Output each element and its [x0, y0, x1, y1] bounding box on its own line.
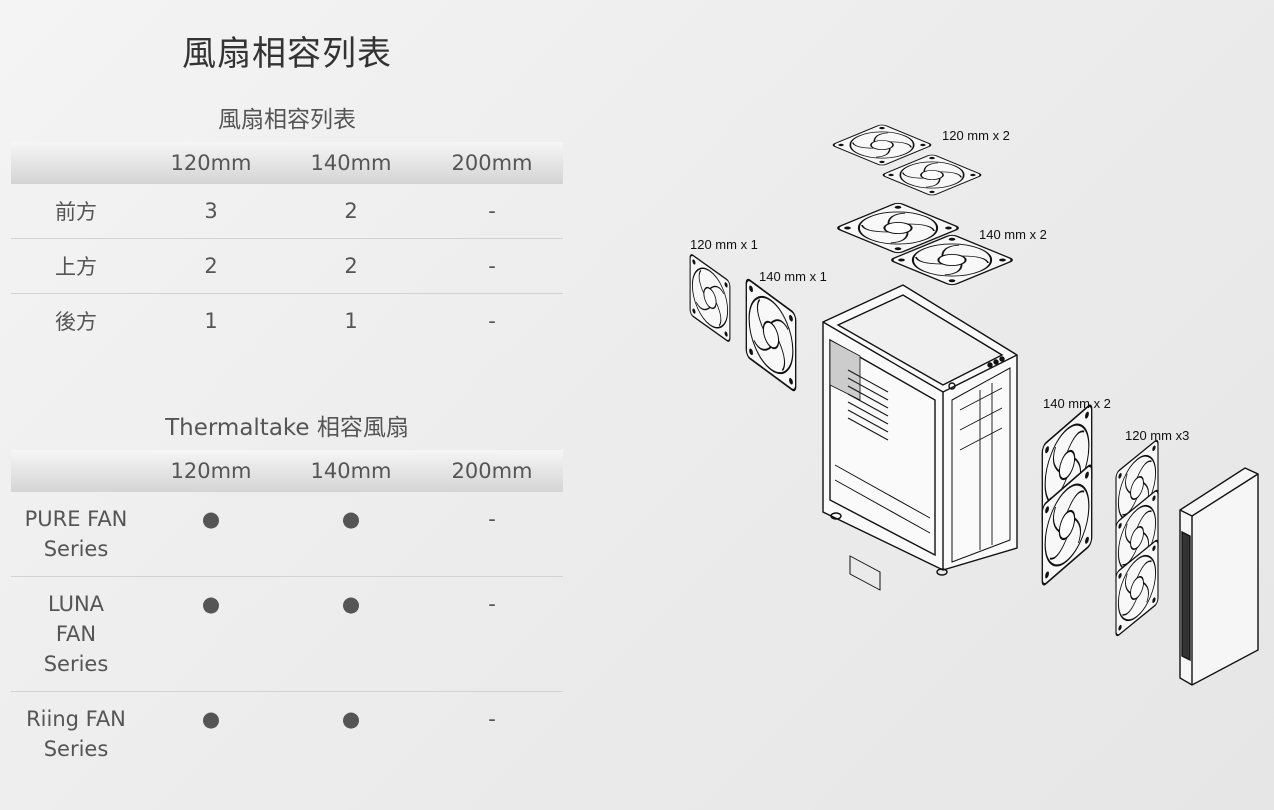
label-top-140: 140 mm x 2 — [979, 227, 1047, 242]
fan-series-line: LUNA — [47, 592, 105, 616]
fan-table-title: 風扇相容列表 — [218, 107, 356, 133]
cell-200mm: - — [488, 707, 496, 731]
cell-120mm: 1 — [204, 309, 218, 333]
front-120-fan-icon — [1115, 437, 1159, 639]
fan-series-line: Series — [43, 652, 109, 676]
fan-series-line: Series — [43, 537, 109, 561]
fan-series-line: FAN — [55, 622, 97, 646]
header-cell — [11, 450, 141, 492]
row-fan-series: PURE FAN Series — [11, 492, 141, 577]
label-rear-140: 140 mm x 1 — [759, 269, 827, 284]
table-row: 前方 3 2 - — [11, 184, 563, 239]
label-front-120: 120 mm x3 — [1125, 428, 1189, 443]
cell-140mm: ● — [341, 707, 361, 731]
cell-140mm: 2 — [281, 184, 421, 239]
row-position: 上方 — [11, 238, 141, 294]
table-row: Riing FAN Series ● ● - — [11, 692, 563, 777]
header-cell-120mm: 120mm — [141, 142, 281, 184]
header-cell-120mm: 120mm — [141, 450, 281, 492]
cell-200mm: - — [421, 184, 563, 239]
label-rear-120: 120 mm x 1 — [690, 237, 758, 252]
fan-compat-table: 120mm 140mm 200mm 前方 3 2 - 上方 2 2 - 後方 1… — [11, 142, 563, 348]
row-fan-series: Riing FAN Series — [11, 692, 141, 777]
cell-200mm: - — [421, 492, 563, 577]
table-row: PURE FAN Series ● ● - — [11, 492, 563, 577]
rear-120-fan-icon — [689, 252, 731, 344]
table-row: 上方 2 2 - — [11, 238, 563, 294]
cell-120mm: 3 — [141, 184, 281, 239]
label-front-140: 140 mm x 2 — [1043, 396, 1111, 411]
header-cell-140mm: 140mm — [281, 142, 421, 184]
cell-200mm: - — [421, 576, 563, 692]
top-140-fan-icon — [834, 201, 1016, 287]
header-cell-140mm: 140mm — [281, 450, 421, 492]
row-position: 前方 — [11, 184, 141, 239]
page-title: 風扇相容列表 — [182, 34, 392, 74]
cell-120mm: ● — [201, 707, 221, 731]
cell-120mm: 2 — [141, 238, 281, 294]
cell-140mm: ● — [281, 492, 421, 577]
table-row: LUNA FAN Series ● ● - — [11, 576, 563, 692]
table-header-row: 120mm 140mm 200mm — [11, 142, 563, 184]
cell-140mm: ● — [281, 576, 421, 692]
case-exploded-diagram: 120 mm x 2 140 mm x 2 120 mm x 1 140 mm … — [660, 100, 1274, 700]
tt-table-title: Thermaltake 相容風扇 — [165, 415, 409, 441]
tt-compat-table: 120mm 140mm 200mm PURE FAN Series ● ● - … — [11, 450, 563, 776]
fan-series-line: Series — [43, 737, 109, 761]
cell-140mm: 2 — [281, 238, 421, 294]
header-cell-200mm: 200mm — [421, 142, 563, 184]
label-top-120: 120 mm x 2 — [942, 128, 1010, 143]
front-panel-icon — [1179, 467, 1259, 686]
header-cell-200mm: 200mm — [421, 450, 563, 492]
cell-140mm: 1 — [344, 309, 358, 333]
cell-120mm: ● — [141, 492, 281, 577]
fan-series-line: Riing FAN — [26, 707, 126, 731]
case-diagram-svg: 120 mm x 2 140 mm x 2 120 mm x 1 140 mm … — [689, 123, 1259, 686]
row-position: 後方 — [55, 310, 97, 334]
fan-series-line: PURE FAN — [24, 507, 128, 531]
rear-140-fan-icon — [745, 276, 797, 394]
cell-200mm: - — [488, 309, 496, 333]
cell-120mm: ● — [141, 576, 281, 692]
row-fan-series: LUNA FAN Series — [11, 576, 141, 692]
pc-case-icon — [822, 284, 1018, 591]
header-cell — [11, 142, 141, 184]
table-row: 後方 1 1 - — [11, 294, 563, 349]
cell-200mm: - — [421, 238, 563, 294]
front-140-fan-icon — [1041, 402, 1093, 588]
table-header-row: 120mm 140mm 200mm — [11, 450, 563, 492]
